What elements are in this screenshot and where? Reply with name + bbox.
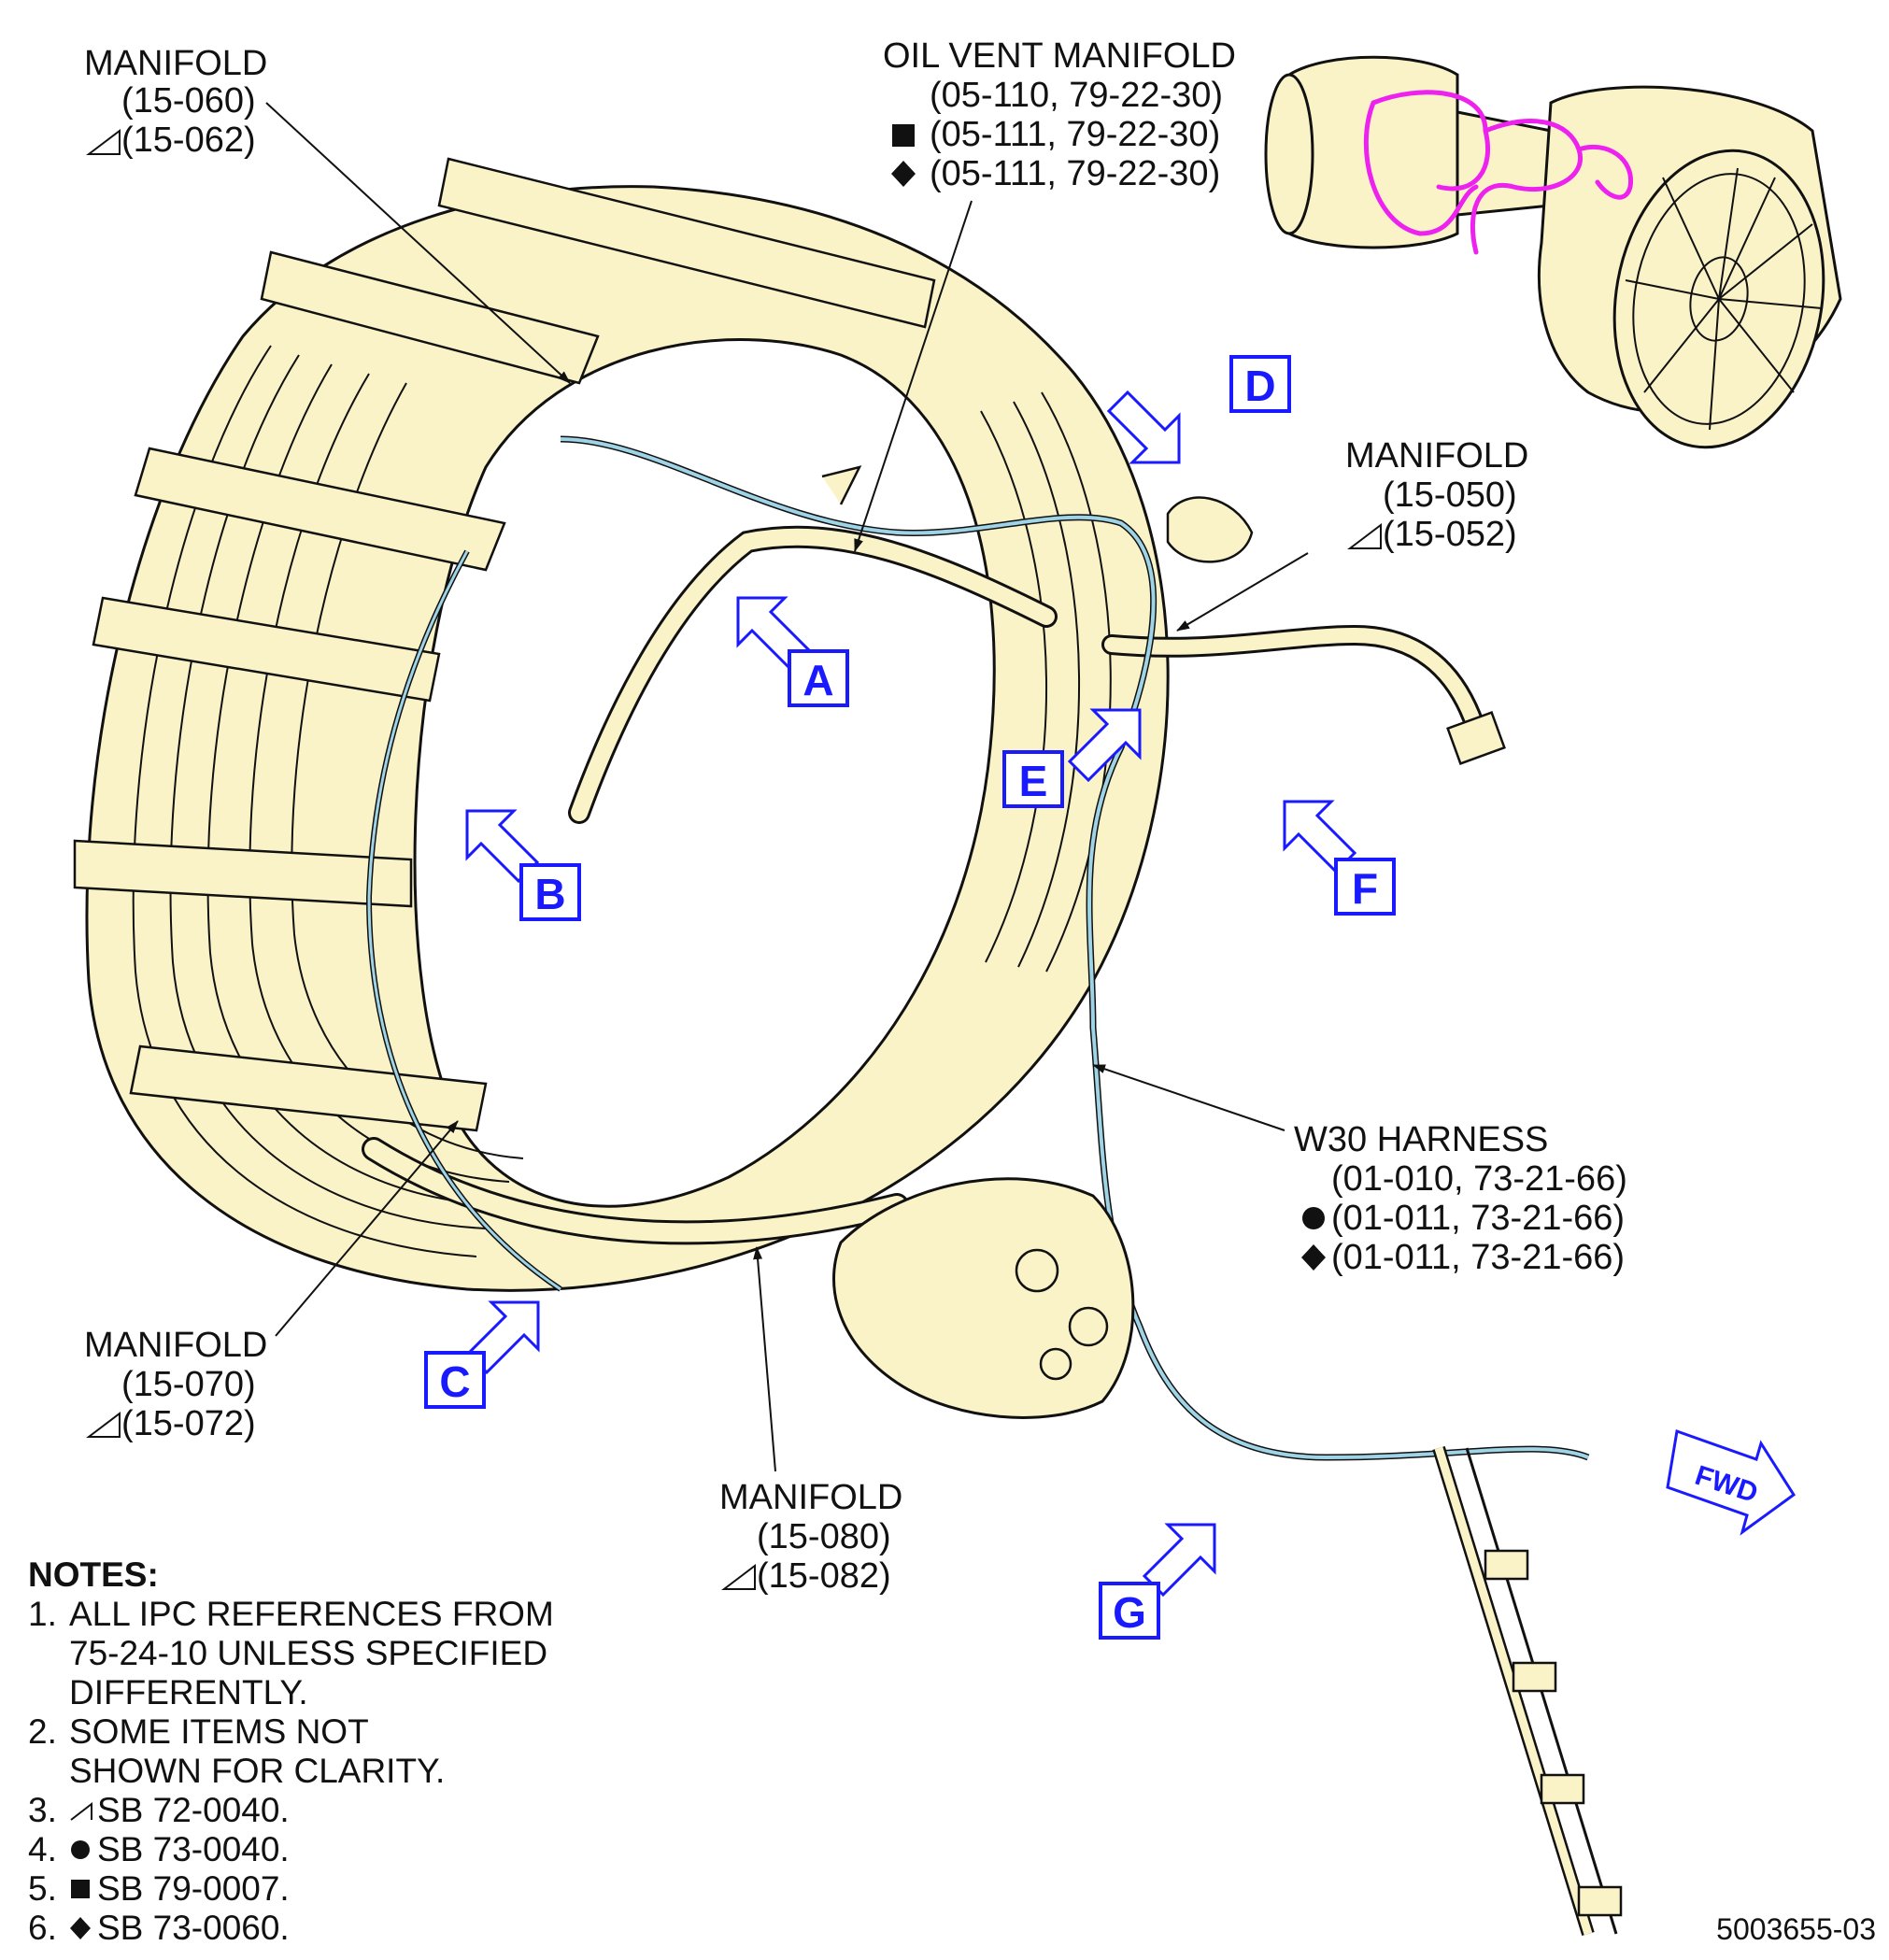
square-symbol — [892, 124, 915, 147]
combustor-case-ring — [73, 157, 1170, 1292]
view-callout-f[interactable]: F — [1283, 800, 1396, 916]
view-callout-d[interactable]: D — [1106, 355, 1291, 464]
square-symbol — [69, 1869, 97, 1909]
note-item: 3. SB 72-0040. — [28, 1791, 626, 1830]
view-letter: F — [1352, 864, 1378, 913]
notes-section: NOTES: 1. ALL IPC REFERENCES FROM 75-24-… — [28, 1555, 626, 1948]
diamond-symbol — [891, 161, 916, 187]
callout-ref: (05-110, 79-22-30) — [930, 76, 1223, 115]
callout-ref: (05-111, 79-22-30) — [930, 154, 1220, 193]
note-item: 5. SB 79-0007. — [28, 1869, 626, 1909]
note-number: 2. — [28, 1712, 57, 1751]
diamond-symbol — [1301, 1244, 1326, 1271]
callout-oil-vent-manifold: OIL VENT MANIFOLD (05-110, 79-22-30) (05… — [883, 36, 1236, 193]
note-number: 4. — [28, 1830, 57, 1868]
leader-lines — [265, 102, 1309, 1472]
w30-harness — [365, 435, 1590, 1461]
note-text: SB 73-0040. — [97, 1830, 290, 1868]
view-callout-a[interactable]: A — [736, 596, 849, 707]
callout-title: MANIFOLD — [1345, 436, 1528, 476]
forward-direction-arrow: FWD — [1666, 1428, 1797, 1536]
accessory-gearbox — [832, 1177, 1135, 1419]
engine-locator-view — [1264, 55, 1842, 449]
callout-title: MANIFOLD — [84, 44, 267, 83]
right-manifold-tubes — [1101, 496, 1506, 765]
view-letter: B — [534, 870, 565, 918]
view-letter: G — [1113, 1588, 1146, 1637]
view-callout-b[interactable]: B — [465, 809, 581, 921]
callout-ref: (15-052) — [1383, 515, 1517, 554]
callout-title: OIL VENT MANIFOLD — [883, 36, 1236, 76]
view-callout-c[interactable]: C — [424, 1300, 540, 1409]
note-text: SB 79-0007. — [97, 1869, 290, 1908]
callout-manifold-070: MANIFOLD (15-070) (15-072) — [84, 1326, 267, 1443]
note-number: 1. — [28, 1595, 57, 1633]
callout-ref: (05-111, 79-22-30) — [930, 115, 1220, 154]
callout-ref: (15-050) — [1383, 476, 1517, 515]
harness-bracket-run — [1432, 1445, 1623, 1937]
note-text: SB 72-0040. — [97, 1791, 290, 1829]
view-letter: A — [802, 656, 833, 704]
callout-manifold-060: MANIFOLD (15-060) (15-062) — [84, 44, 267, 160]
triangle-symbol — [86, 1411, 121, 1438]
diamond-symbol — [69, 1909, 97, 1948]
view-letter: D — [1244, 362, 1275, 410]
callout-ref: (15-062) — [121, 121, 256, 160]
callout-ref: (15-070) — [121, 1365, 256, 1404]
callout-title: W30 HARNESS — [1294, 1120, 1548, 1159]
view-arrow-icon — [1106, 390, 1181, 464]
view-arrow-icon — [1067, 708, 1142, 783]
oil-vent-manifold-pipe — [568, 465, 1058, 824]
locator-highlight — [1363, 90, 1633, 255]
notes-title: NOTES: — [28, 1555, 159, 1594]
callout-w30-harness: W30 HARNESS (01-010, 73-21-66) (01-011, … — [1294, 1120, 1627, 1277]
callout-ref: (01-011, 73-21-66) — [1331, 1199, 1625, 1238]
callout-ref: (15-082) — [757, 1556, 891, 1596]
callout-ref: (01-011, 73-21-66) — [1331, 1238, 1625, 1277]
view-letter: C — [439, 1357, 470, 1406]
note-item: 6. SB 73-0060. — [28, 1909, 626, 1948]
callout-manifold-080: MANIFOLD (15-080) (15-082) — [719, 1478, 902, 1596]
triangle-symbol — [69, 1791, 97, 1830]
callout-manifold-050: MANIFOLD (15-050) (15-052) — [1345, 436, 1528, 554]
note-item: 2. SOME ITEMS NOT SHOWN FOR CLARITY. — [28, 1712, 626, 1791]
triangle-symbol — [86, 128, 121, 155]
callout-ref: (01-010, 73-21-66) — [1331, 1159, 1627, 1199]
view-callout-g[interactable]: G — [1099, 1523, 1216, 1640]
triangle-symbol — [721, 1563, 756, 1590]
callout-ref: (15-060) — [121, 81, 256, 121]
note-text: SOME ITEMS NOT SHOWN FOR CLARITY. — [69, 1712, 446, 1790]
note-text: SB 73-0060. — [97, 1909, 290, 1947]
note-text: ALL IPC REFERENCES FROM 75-24-10 UNLESS … — [69, 1595, 554, 1711]
note-number: 6. — [28, 1909, 57, 1947]
note-item: 1. ALL IPC REFERENCES FROM 75-24-10 UNLE… — [28, 1595, 626, 1712]
view-letter: E — [1019, 757, 1048, 805]
note-item: 4. SB 73-0040. — [28, 1830, 626, 1869]
circle-symbol — [69, 1830, 97, 1869]
callout-ref: (15-080) — [757, 1517, 891, 1556]
document-number: 5003655-03 — [1716, 1912, 1876, 1946]
circle-symbol — [1302, 1207, 1325, 1229]
triangle-symbol — [1347, 522, 1382, 549]
note-number: 3. — [28, 1791, 57, 1829]
callout-title: MANIFOLD — [84, 1326, 267, 1365]
note-number: 5. — [28, 1869, 57, 1908]
view-callout-e[interactable]: E — [1002, 708, 1142, 808]
callout-title: MANIFOLD — [719, 1478, 902, 1517]
callout-ref: (15-072) — [121, 1404, 256, 1443]
